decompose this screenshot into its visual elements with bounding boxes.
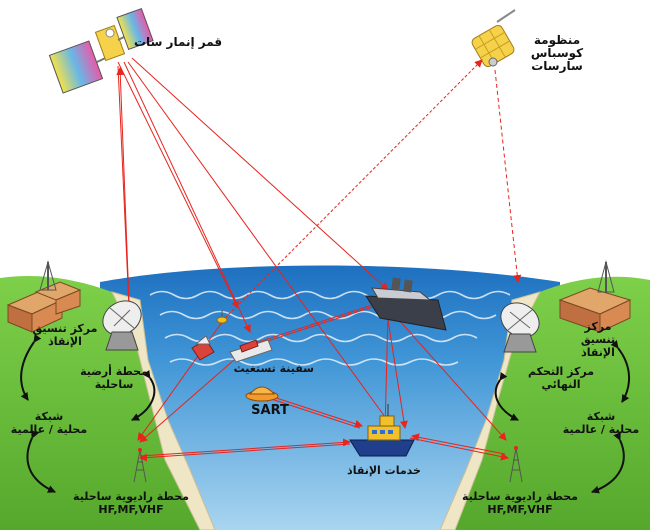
- radio-left-label: محطة راديوية ساحلية HF,MF,VHF: [66, 490, 196, 516]
- sart-label-text: SART: [250, 404, 290, 417]
- rcc-left-label: مركز تنسيق الإنقاذ: [24, 322, 106, 348]
- network-left-label-line-1: شبكة: [4, 410, 94, 423]
- radio-left-label-line-1: محطة راديوية ساحلية: [66, 490, 196, 503]
- network-right-label-line-1: شبكة: [556, 410, 646, 423]
- mission-control-label: مركز التحكم النهائي: [524, 365, 598, 391]
- distress-ship-label-text: سفينة تستغيث: [234, 362, 314, 375]
- network-left-label-line-2: محلية / عالمية: [4, 423, 94, 436]
- radio-left-label-line-2: HF,MF,VHF: [66, 503, 196, 516]
- rcc-left-label-line-1: مركز تنسيق: [24, 322, 106, 335]
- cospas-sarsat-satellite-icon: [470, 10, 515, 68]
- sart-label: SART: [250, 404, 290, 417]
- rcc-left-label-line-2: الإنقاذ: [24, 335, 106, 348]
- inmarsat-satellite-icon: [49, 9, 153, 93]
- cospas-label-line-3: سارسات: [519, 60, 595, 73]
- radio-right-label-line-1: محطة راديوية ساحلية: [455, 490, 585, 503]
- radio-right-label: محطة راديوية ساحلية HF,MF,VHF: [455, 490, 585, 516]
- inmarsat-label: قمر إنمار سات: [134, 36, 222, 49]
- coast-earth-station-label-line-1: محطة أرضية: [74, 365, 154, 378]
- network-left-label: شبكة محلية / عالمية: [4, 410, 94, 436]
- distress-ship-label: سفينة تستغيث: [234, 362, 314, 375]
- mission-control-label-line-1: مركز التحكم: [524, 365, 598, 378]
- inmarsat-label-text: قمر إنمار سات: [134, 36, 222, 49]
- coast-earth-station-label: محطة أرضية ساحلية: [74, 365, 154, 391]
- rcc-right-label-line-1: مركز: [570, 320, 626, 333]
- cospas-sarsat-label: منظومة كوسباس سارسات: [519, 34, 595, 73]
- rescue-services-label: خدمات الإنقاذ: [344, 464, 424, 477]
- mission-control-label-line-2: النهائي: [524, 378, 598, 391]
- rcc-right-label-line-3: الإنقاذ: [570, 346, 626, 359]
- rcc-right-label-line-2: تنسيق: [570, 333, 626, 346]
- radio-right-label-line-2: HF,MF,VHF: [455, 503, 585, 516]
- rcc-right-label: مركز تنسيق الإنقاذ: [570, 320, 626, 359]
- network-right-label-line-2: محلية / عالمية: [556, 423, 646, 436]
- network-right-label: شبكة محلية / عالمية: [556, 410, 646, 436]
- rescue-services-label-text: خدمات الإنقاذ: [344, 464, 424, 477]
- coast-earth-station-label-line-2: ساحلية: [74, 378, 154, 391]
